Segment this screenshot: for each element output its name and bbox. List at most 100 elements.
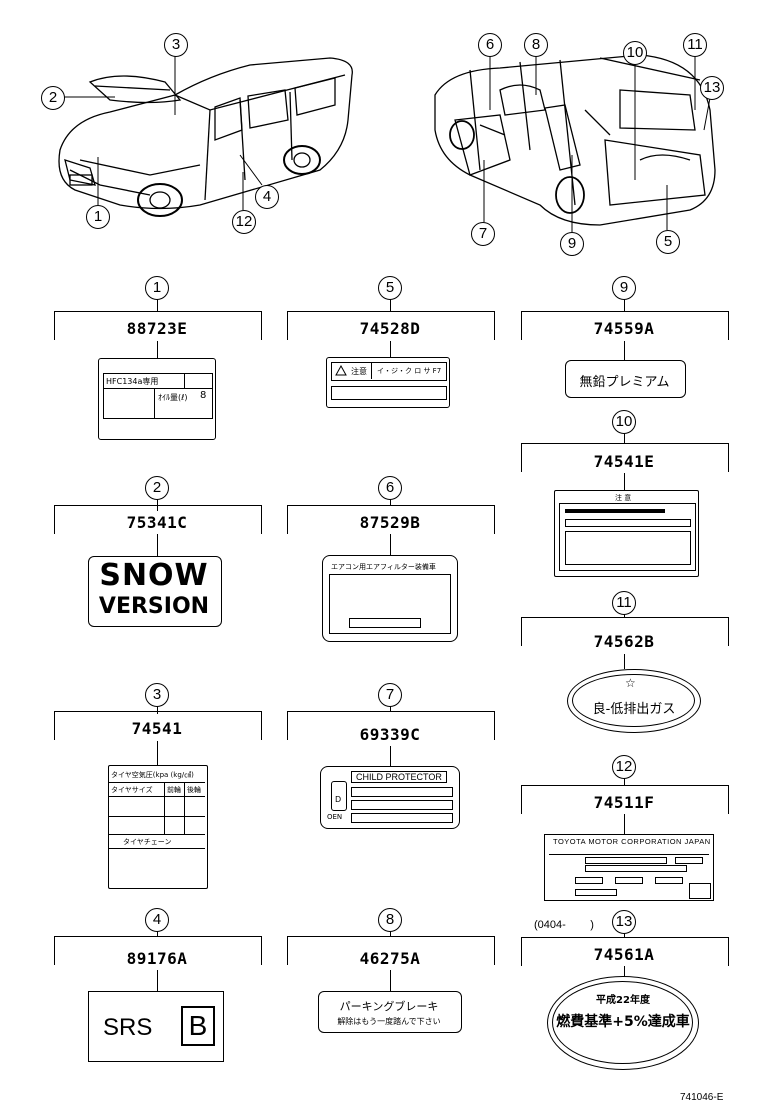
callout-1-top: 1 [86,205,110,229]
stem [390,299,391,311]
callout-6-top: 6 [478,33,502,57]
label-1-table: HFC134a専用 ｵｲﾙ量(ℓ) 8 [103,373,213,419]
part-number-8: 46275A [359,949,421,968]
part-bracket [54,936,262,965]
part-bracket [521,937,729,966]
callout-4-top: 4 [255,185,279,209]
callout-5-top: 5 [656,230,680,254]
label-8-line1: パーキングブレーキ [339,1000,439,1013]
label-3-tire-pressure: タイヤ空気圧(kpa (kg/㎠) タイヤサイズ 前輪 後輪 タイヤチェーン [108,765,208,889]
label-4-text: SRS [103,1014,153,1041]
callout-11-top: 11 [683,33,707,57]
callout-2-top: 2 [41,86,65,110]
part-number-10: 74541E [593,452,655,471]
part-bracket [54,311,262,340]
date-range: (0404- ) [534,919,594,931]
part-bracket [54,711,262,740]
callout-10-top: 10 [623,41,647,65]
callout-12-top: 12 [232,210,256,234]
label-4-box: B [181,1006,215,1046]
label-7-lock: D [335,795,342,804]
callout-3-top: 3 [164,33,188,57]
rear-car-drawing [434,54,716,226]
label-13-line1: 平成22年度 [596,995,650,1006]
part-bracket [287,505,495,534]
label-13-fuel-economy: 平成22年度 燃費基準+5%達成車 [547,976,699,1070]
label-7-title: CHILD PROTECTOR [351,771,447,783]
stem [624,341,625,360]
stem [624,814,625,834]
stem [157,299,158,311]
stem [390,970,391,991]
part-number-13: 74561A [593,945,655,964]
callout-7-top: 7 [471,222,495,246]
stem [624,933,625,937]
stem [157,970,158,991]
label-7-child-protector: CHILD PROTECTOR D OEN [320,766,460,829]
callout-2: 2 [145,476,169,500]
label-5-caution-text: 注意 [351,367,367,376]
part-bracket [287,711,495,740]
warning-triangle-icon [335,365,347,376]
callout-6: 6 [378,476,402,500]
stem [624,614,625,617]
part-bracket [521,617,729,646]
callout-12: 12 [612,755,636,779]
label-11-text: 良-低排出ガス [592,702,676,717]
stem [157,931,158,937]
label-5-caution: 注意 イ・ジ・ク ロ サ F7 [326,357,450,408]
part-number-11: 74562B [593,632,655,651]
stem [624,778,625,785]
callout-13: 13 [612,910,636,934]
label-10-caution: 注 意 [554,490,699,577]
callout-13-top: 13 [700,76,724,100]
label-9-premium-unleaded: 無鉛プレミアム [565,360,686,398]
part-bracket [54,505,262,534]
label-9-text: 無鉛プレミアム [579,375,670,390]
label-13-line2: 燃費基準+5%達成車 [556,1014,690,1030]
label-5-text: イ・ジ・ク ロ サ F7 [377,367,442,375]
stem [624,654,625,669]
stem [624,473,625,490]
stem [390,931,391,937]
part-number-4: 89176A [126,949,188,968]
stem [390,706,391,712]
part-number-7: 69339C [359,725,421,744]
label-2-snow-version: SNOW VERSION [88,556,222,627]
label-4-srs: SRS B [88,991,224,1062]
label-1-row2: ｵｲﾙ量(ℓ) [158,393,188,402]
label-12-title: TOYOTA MOTOR CORPORATION JAPAN [553,837,711,846]
part-bracket [521,785,729,814]
label-6-body [329,574,451,634]
stem [390,534,391,555]
star-icon: ☆ [625,676,636,690]
part-number-5: 74528D [359,319,421,338]
callout-8-top: 8 [524,33,548,57]
label-1-value: 8 [200,390,207,401]
label-3-col2: 前輪 [167,786,181,794]
callout-3: 3 [145,683,169,707]
label-8-parking-brake: パーキングブレーキ 解除はもう一度踏んで下さい [318,991,462,1033]
callout-1: 1 [145,276,169,300]
label-6-air-filter: エアコン用エアフィルター装備車 [322,555,458,642]
part-bracket [521,311,729,340]
part-bracket [287,311,495,340]
part-bracket [287,936,495,965]
label-2-line2: VERSION [98,594,210,619]
label-11-low-emission: ☆ 良-低排出ガス [567,669,701,733]
callout-9-top: 9 [560,232,584,256]
label-3-col1: タイヤサイズ [111,786,153,794]
part-number-12: 74511F [593,793,655,812]
label-6-title: エアコン用エアフィルター装備車 [331,563,436,571]
stem [624,966,625,976]
stem [157,534,158,556]
label-1-ac-refrigerant: HFC134a専用 ｵｲﾙ量(ℓ) 8 [98,358,216,440]
callout-5: 5 [378,276,402,300]
stem [624,299,625,311]
callout-4: 4 [145,908,169,932]
label-10-header: 注 意 [615,494,632,502]
callout-9: 9 [612,276,636,300]
figure-id: 741046-E [680,1092,724,1103]
part-number-3: 74541 [131,719,183,738]
callout-11: 11 [612,591,636,615]
